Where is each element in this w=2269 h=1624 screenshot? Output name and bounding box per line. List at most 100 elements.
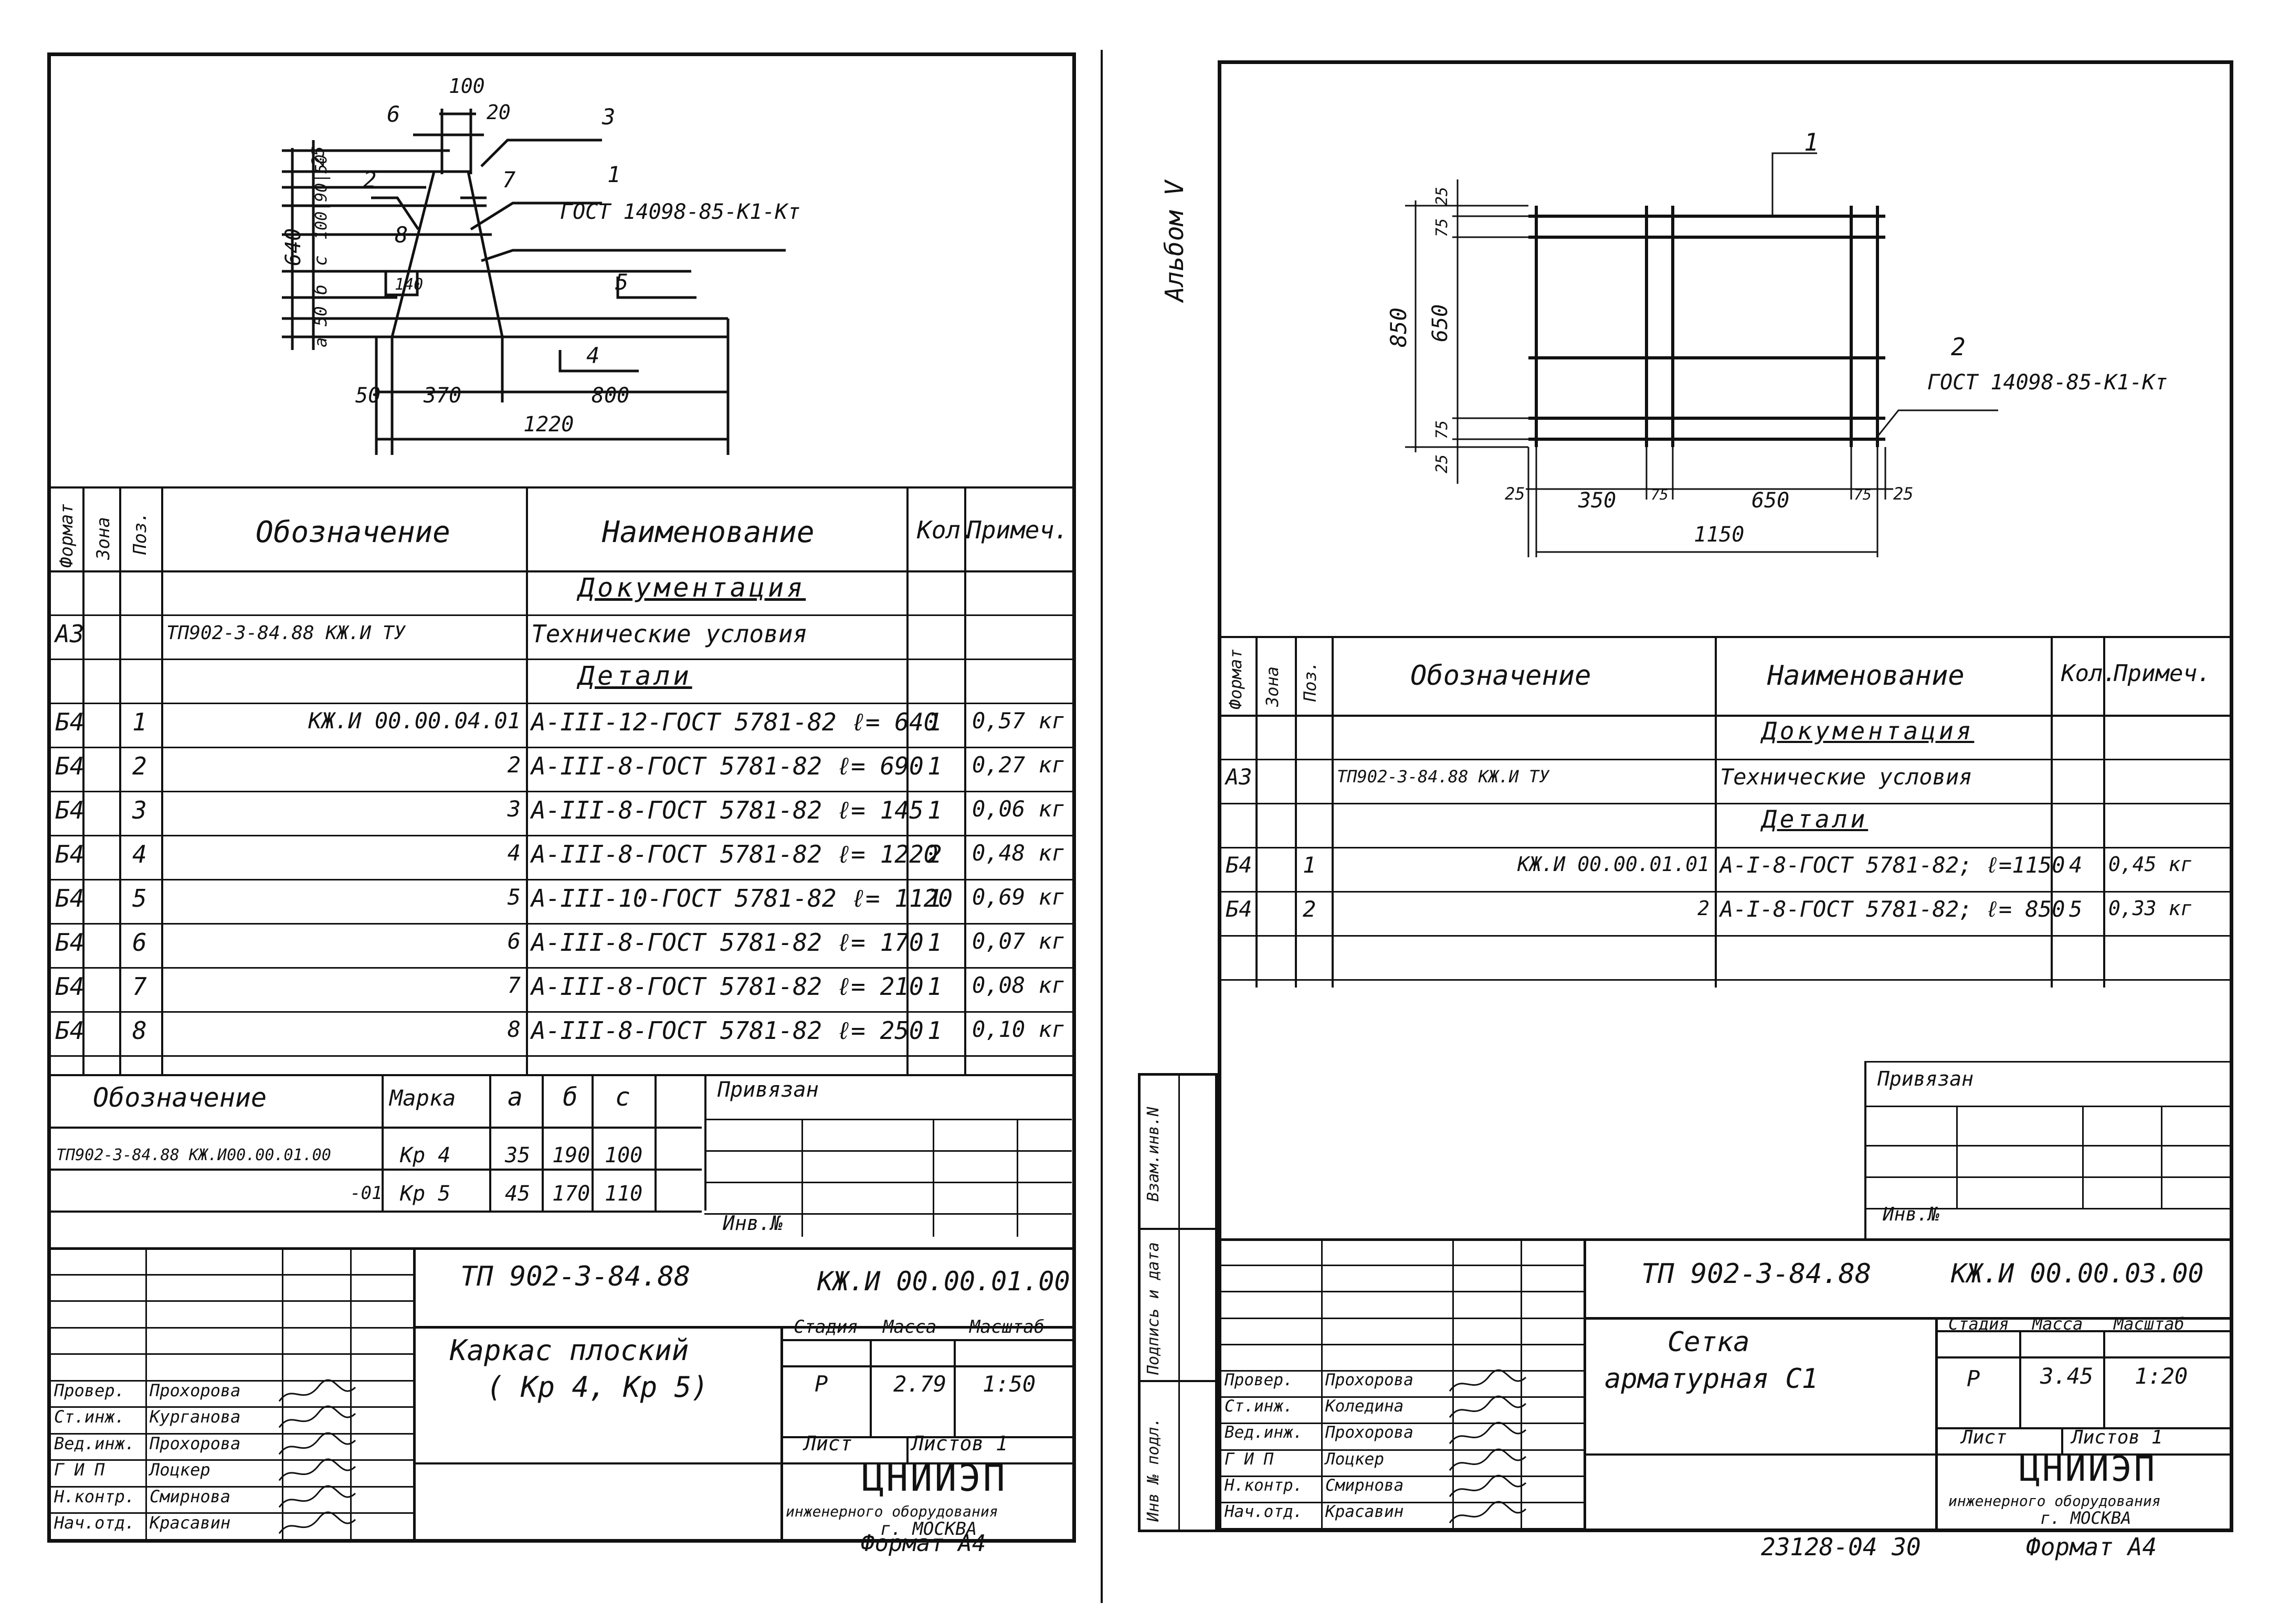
dim-650: 650 [1751, 489, 1789, 513]
tb-role: Нач.отд. [1225, 1502, 1303, 1521]
sign-rule [1221, 1317, 1584, 1319]
pos-1: 1 [607, 162, 620, 187]
col-rule [964, 486, 966, 1074]
row-rule [51, 1011, 1072, 1013]
pos-1: 1 [1804, 128, 1819, 156]
priv-rule [704, 1150, 1072, 1152]
tb-rule [1935, 1427, 2230, 1429]
tb-rule [780, 1339, 1072, 1341]
signature-mark [278, 1405, 356, 1428]
mark-row-1-c: 100 [605, 1143, 643, 1167]
tb-rule [1935, 1356, 2230, 1358]
spec-designation: ТП902-3-84.88 КЖ.И ТУ [166, 622, 406, 644]
tb-role: Нач.отд. [54, 1513, 135, 1533]
rule [1221, 636, 2230, 638]
tb-city: г. МОСКВА [880, 1519, 977, 1540]
sign-rule [51, 1326, 413, 1329]
spec-designation: 7 [507, 972, 521, 998]
dim-75-top: 75 [1433, 218, 1451, 237]
spec-header-qty: Кол. [917, 516, 975, 544]
spec-header-name: Наименование [1767, 660, 1965, 692]
col-rule [2051, 636, 2053, 988]
signature-mark [278, 1432, 356, 1455]
spec-pos: 2 [132, 752, 147, 780]
spec-section-title: Документация [1762, 717, 1975, 745]
spec-format: А3 [1226, 764, 1252, 790]
dim-20: 20 [487, 101, 511, 124]
tb-person: Прохорова [150, 1380, 241, 1400]
spec-section-title: Документация [578, 572, 806, 603]
dim-800: 800 [592, 384, 629, 408]
priv-rule [704, 1213, 1072, 1215]
tb-org-sub: инженерного оборудования [786, 1503, 998, 1520]
spec-format: Б4 [55, 972, 85, 1001]
tb-code: КЖ.И 00.00.01.00 [817, 1266, 1070, 1297]
footer-number: 23128-04 30 [1761, 1533, 1921, 1561]
col-rule [161, 486, 163, 1074]
tb-rule [780, 1462, 1072, 1464]
sign-rule [1221, 1265, 1584, 1267]
dim-25-right: 25 [1893, 484, 1914, 504]
spec-header-qty: Кол. [2061, 660, 2117, 687]
mark-col-rule [592, 1074, 594, 1211]
spec-note: 0,06 кг [972, 796, 1065, 822]
spec-qty: 1 [927, 1016, 942, 1045]
tb-project: ТП 902-3-84.88 [460, 1261, 691, 1292]
left-format: Формат А4 [861, 1530, 986, 1557]
pos-7: 7 [502, 167, 515, 193]
priv-col-rule [1956, 1106, 1958, 1208]
sign-rule [1221, 1528, 1584, 1530]
tb-code: КЖ.И 00.00.03.00 [1951, 1258, 2204, 1289]
spec-note: 0,08 кг [972, 972, 1065, 998]
tb-col-rule [870, 1339, 872, 1436]
sign-rule [1221, 1396, 1584, 1398]
tb-person: Курганова [150, 1407, 241, 1427]
priv-col-rule [801, 1119, 803, 1237]
mark-row-2-c: 110 [605, 1182, 643, 1206]
signature-mark [1449, 1448, 1527, 1471]
sign-col-rule [350, 1247, 352, 1539]
tb-title-2: ( Кр 4, Кр 5) [487, 1371, 709, 1404]
sign-rule [51, 1353, 413, 1355]
mark-row-2-designation: -01 [350, 1183, 383, 1204]
mark-row-1-a: 35 [505, 1143, 531, 1167]
sign-rule [1221, 1475, 1584, 1477]
priv-col-rule [1017, 1119, 1018, 1237]
inv-no-label: Инв.№ [723, 1212, 783, 1235]
tb-rule [51, 1247, 1072, 1250]
spec-header-format: Формат [56, 503, 77, 568]
row-rule [1221, 803, 2230, 804]
row-rule [51, 923, 1072, 925]
spec-designation: 6 [507, 928, 521, 954]
signature-mark [278, 1379, 356, 1402]
priv-col-rule [2082, 1106, 2084, 1208]
tb-person: Красавин [1325, 1502, 1404, 1521]
row-rule [51, 703, 1072, 704]
priv-rule [1864, 1176, 2230, 1178]
tb-rule [413, 1462, 780, 1464]
priv-rule [704, 1119, 1072, 1120]
tb-role: Ст.инж. [1225, 1397, 1293, 1416]
signature-mark [1449, 1369, 1527, 1392]
priv-rule [704, 1182, 1072, 1183]
spec-name: А-III-8-ГОСТ 5781-82 ℓ= 210 [531, 972, 924, 1001]
dim-650-v: 650 [1428, 304, 1452, 342]
mark-header-b: б [563, 1082, 578, 1112]
priv-rule [1864, 1145, 2230, 1147]
spec-qty: 4 [2069, 852, 2083, 878]
tb-scale: 1:20 [2135, 1363, 2188, 1389]
col-rule [1295, 636, 1297, 988]
spec-format: Б4 [55, 796, 85, 824]
spec-name: А-III-8-ГОСТ 5781-82 ℓ= 1220 [531, 840, 938, 868]
spec-designation: 2 [507, 752, 521, 778]
pos-3: 3 [601, 104, 615, 130]
mesh-drawing: 1 2 ГОСТ 14098-85-К1-Кт 25 75 650 850 75… [1386, 128, 2168, 557]
tb-rule [1935, 1330, 2230, 1332]
dim-25-left: 25 [1505, 484, 1525, 504]
col-rule [2103, 636, 2105, 988]
spec-name: А-I-8-ГОСТ 5781-82; ℓ= 850 [1720, 896, 2065, 922]
tb-org: ЦНИИЭП [2019, 1449, 2157, 1489]
priv-col-rule [1864, 1061, 1866, 1238]
dim-1220: 1220 [523, 412, 574, 437]
mark-rule [51, 1169, 702, 1171]
